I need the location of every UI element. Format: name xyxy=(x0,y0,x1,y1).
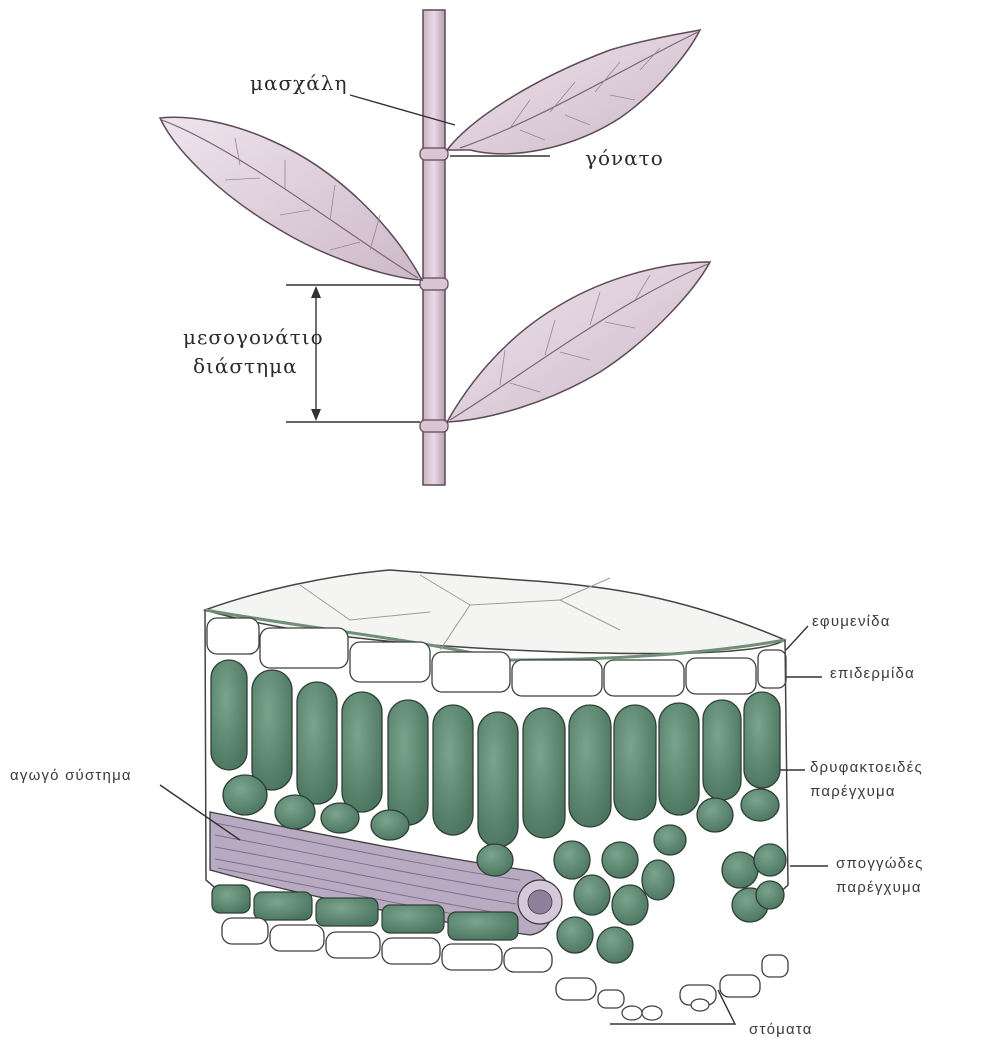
leaf-cross-section: εφυμενίδα επιδερμίδα δρυφακτοειδές παρέγ… xyxy=(10,570,924,1038)
internode-label-line1: μεσογονάτιο xyxy=(183,325,324,349)
cuticle-label: εφυμενίδα xyxy=(812,613,891,630)
axil-label: μασχάλη xyxy=(250,71,347,95)
internode-bracket xyxy=(286,285,420,422)
node-label: γόνατο xyxy=(585,146,664,170)
internode-label-line2: διάστημα xyxy=(193,354,298,378)
leaf-upper-right xyxy=(447,30,700,154)
leaf-left xyxy=(160,117,422,280)
stomata xyxy=(622,999,709,1020)
leaf-lower-right xyxy=(447,262,710,422)
vascular-label: αγωγό σύστημα xyxy=(10,767,132,784)
stem-diagram: μασχάλη γόνατο μεσογονάτιο διάστημα xyxy=(160,10,710,485)
palisade-label-line2: παρέγχυμα xyxy=(810,783,896,800)
palisade-label-line1: δρυφακτοειδές xyxy=(810,759,923,776)
stomata-label: στόματα xyxy=(749,1021,813,1038)
cuticle-leader xyxy=(786,626,808,650)
node-swelling xyxy=(420,420,448,432)
node-swelling xyxy=(420,148,448,160)
spongy-label-line1: σπογγώδες xyxy=(836,855,924,872)
epidermis-label: επιδερμίδα xyxy=(830,665,915,682)
stem xyxy=(423,10,445,485)
spongy-label-line2: παρέγχυμα xyxy=(836,879,922,896)
node-swelling xyxy=(420,278,448,290)
